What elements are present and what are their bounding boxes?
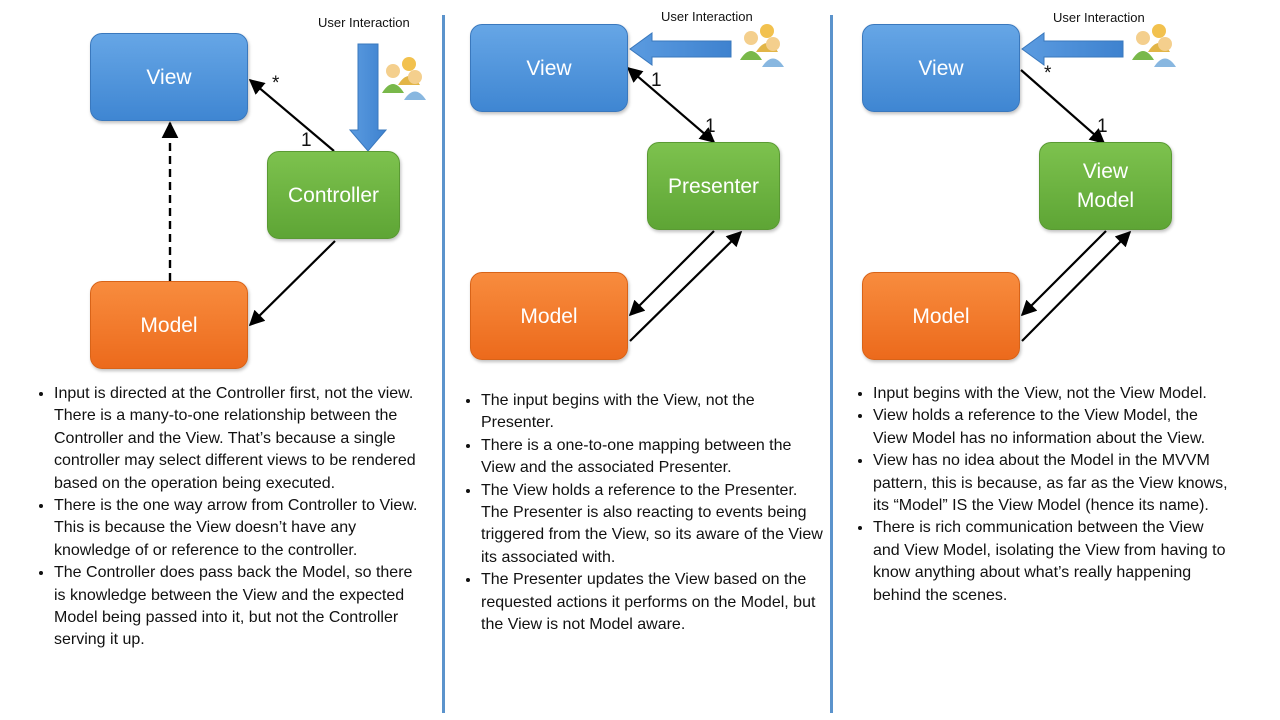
model-box: Model xyxy=(90,281,248,369)
viewmodel-to-model-connector xyxy=(1020,230,1107,317)
multiplicity-label: * xyxy=(272,73,280,94)
note-item: The Presenter updates the View based on … xyxy=(481,569,829,636)
model-box: Model xyxy=(470,272,628,360)
model-to-viewmodel-connector xyxy=(1021,230,1132,342)
note-item: There is the one way arrow from Controll… xyxy=(54,495,422,562)
view-to-viewmodel-connector xyxy=(1020,69,1106,145)
mvp-notes-list: The input begins with the View, not the … xyxy=(461,390,829,636)
model-box-label: Model xyxy=(140,313,198,337)
controller-to-model-connector xyxy=(248,240,336,327)
user-interaction-label: User Interaction xyxy=(661,9,753,24)
controller-box: Controller xyxy=(267,151,400,239)
view-model-box-label: View Model xyxy=(1076,160,1135,212)
mvvm-notes-list: Input begins with the View, not the View… xyxy=(853,383,1233,607)
view-box: View xyxy=(862,24,1020,112)
controller-to-view-connector xyxy=(248,79,335,152)
note-item: View has no idea about the Model in the … xyxy=(873,450,1233,517)
presenter-box-label: Presenter xyxy=(667,174,760,198)
note-item: View holds a reference to the View Model… xyxy=(873,405,1233,450)
user-group-icon xyxy=(1132,24,1176,67)
note-item: There is a one-to-one mapping between th… xyxy=(481,435,829,480)
column-divider xyxy=(442,15,445,713)
multiplicity-label: 1 xyxy=(1097,116,1108,137)
user-interaction-arrow xyxy=(629,32,732,66)
multiplicity-label: 1 xyxy=(651,70,662,91)
model-box-label: Model xyxy=(520,304,578,328)
note-item: Input is directed at the Controller firs… xyxy=(54,383,422,495)
note-item: There is rich communication between the … xyxy=(873,517,1233,607)
multiplicity-label: * xyxy=(1044,63,1052,84)
view-box-label: View xyxy=(526,56,572,80)
note-item: The input begins with the View, not the … xyxy=(481,390,829,435)
note-item: The View holds a reference to the Presen… xyxy=(481,480,829,570)
multiplicity-label: 1 xyxy=(705,116,716,137)
controller-box-label: Controller xyxy=(287,183,380,207)
model-box-label: Model xyxy=(912,304,970,328)
presenter-box: Presenter xyxy=(647,142,780,230)
view-box: View xyxy=(90,33,248,121)
user-interaction-label: User Interaction xyxy=(318,15,410,30)
user-group-icon xyxy=(382,57,426,100)
view-box-label: View xyxy=(918,56,964,80)
model-to-presenter-connector xyxy=(629,230,743,342)
presenter-to-model-connector xyxy=(628,230,715,317)
user-group-icon xyxy=(740,24,784,67)
note-item: Input begins with the View, not the View… xyxy=(873,383,1233,405)
column-divider xyxy=(830,15,833,713)
user-interaction-label: User Interaction xyxy=(1053,10,1145,25)
model-box: Model xyxy=(862,272,1020,360)
mvc-notes-list: Input is directed at the Controller firs… xyxy=(34,383,422,652)
view-box: View xyxy=(470,24,628,112)
view-presenter-connector xyxy=(626,66,716,144)
user-interaction-arrow xyxy=(1021,32,1124,66)
view-box-label: View xyxy=(146,65,192,89)
user-interaction-arrow xyxy=(348,43,388,152)
multiplicity-label: 1 xyxy=(301,130,312,151)
view-model-box: View Model xyxy=(1039,142,1172,230)
note-item: The Controller does pass back the Model,… xyxy=(54,562,422,652)
